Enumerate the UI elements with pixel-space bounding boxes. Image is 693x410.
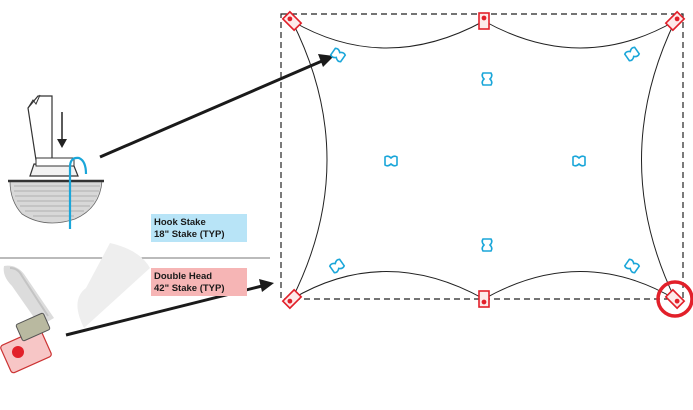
hook-stake-icon xyxy=(68,156,88,229)
hook-stake-icon xyxy=(481,238,493,252)
canopy-edge-top-left xyxy=(291,20,485,49)
double-head-stake-icon xyxy=(281,288,303,310)
canopy-edges xyxy=(291,20,676,300)
stake-clamp xyxy=(15,312,51,342)
hook-stake-legend-title: Hook Stake xyxy=(154,217,206,228)
double-head-stakes xyxy=(281,10,686,310)
canopy-edge-bottom-left xyxy=(291,271,485,300)
double-head-legend-spec: 42" Stake (TYP) xyxy=(154,283,225,294)
double-head-stake-icon xyxy=(12,346,24,358)
hook-pointer-arrow-head xyxy=(318,54,334,67)
pointer-arrows xyxy=(65,54,334,337)
highlight-circle-icon xyxy=(656,280,693,318)
double-head-legend-title: Double Head xyxy=(154,271,213,282)
pole-break xyxy=(27,94,41,109)
hook-stake-legend: Hook Stake 18" Stake (TYP) xyxy=(151,214,247,242)
hook-stake-illustration xyxy=(8,94,104,229)
pole xyxy=(27,95,53,161)
soil-hatching xyxy=(14,185,100,217)
hook-stake-icon xyxy=(572,155,586,167)
hook-stake-icon xyxy=(481,72,493,86)
strap-highlight xyxy=(9,267,49,317)
hook-stake-legend-spec: 18" Stake (TYP) xyxy=(154,229,225,240)
canopy-edge-top-right xyxy=(483,20,676,49)
hook-stake-icon xyxy=(328,258,346,274)
hook-stake-icon xyxy=(623,46,641,62)
stake-shadow xyxy=(77,243,150,328)
insert-arrow-head xyxy=(57,139,67,148)
hook-stake-icon xyxy=(384,155,398,167)
soil-mound xyxy=(9,180,103,224)
strap xyxy=(3,265,54,326)
base-plate-top xyxy=(35,157,75,167)
double-pointer-arrow-head xyxy=(259,279,274,292)
canopy-layout xyxy=(280,10,693,318)
double-head-stake-icon xyxy=(478,290,490,308)
canopy-edge-right xyxy=(641,20,676,300)
double-head-stake-icon xyxy=(281,10,303,32)
canopy-edge-left xyxy=(291,20,328,300)
double-head-stake-illustration xyxy=(0,243,150,374)
hook-pointer-arrow-line xyxy=(99,59,323,159)
hook-stake-icon xyxy=(623,258,641,274)
double-head-stake-icon xyxy=(664,288,686,310)
double-head-stake-icon xyxy=(478,12,490,30)
stake-base-plate xyxy=(0,328,52,374)
hook-stakes xyxy=(328,46,641,274)
double-head-stake-icon xyxy=(664,10,686,32)
double-head-legend: Double Head 42" Stake (TYP) xyxy=(151,268,247,296)
hook-stake-icon xyxy=(329,47,347,63)
canopy-edge-bottom-right xyxy=(483,271,676,300)
